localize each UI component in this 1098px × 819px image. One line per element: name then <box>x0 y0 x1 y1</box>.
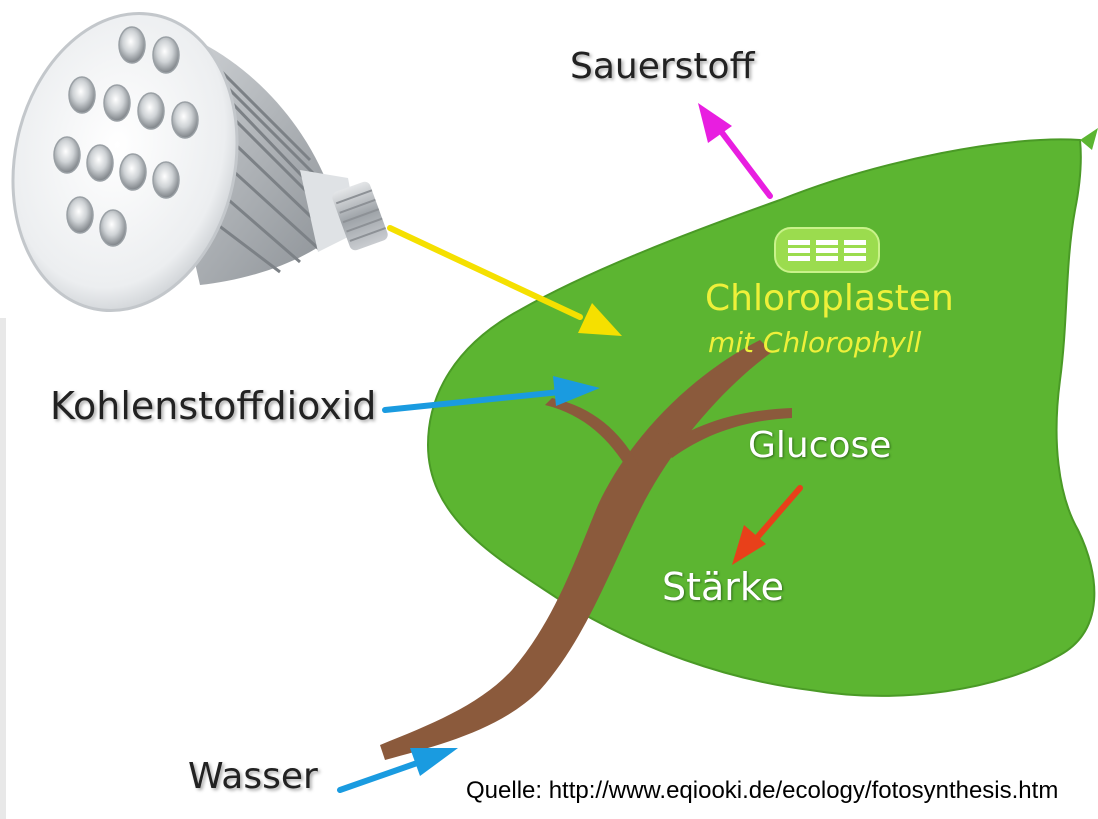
glucose-label: Glucose <box>748 425 891 466</box>
led-lamp-icon <box>0 0 392 332</box>
water-label: Wasser <box>188 756 318 797</box>
chlorophyll-label: mit Chlorophyll <box>708 326 921 359</box>
co2-label: Kohlenstoffdioxid <box>50 384 376 428</box>
source-caption: Quelle: http://www.eqiooki.de/ecology/fo… <box>466 777 1058 805</box>
oxygen-label: Sauerstoff <box>570 46 754 87</box>
oxygen-arrow <box>698 103 770 196</box>
chloroplast-icon <box>775 228 879 272</box>
starch-label: Stärke <box>662 565 784 609</box>
chloroplasts-label: Chloroplasten <box>705 278 954 319</box>
